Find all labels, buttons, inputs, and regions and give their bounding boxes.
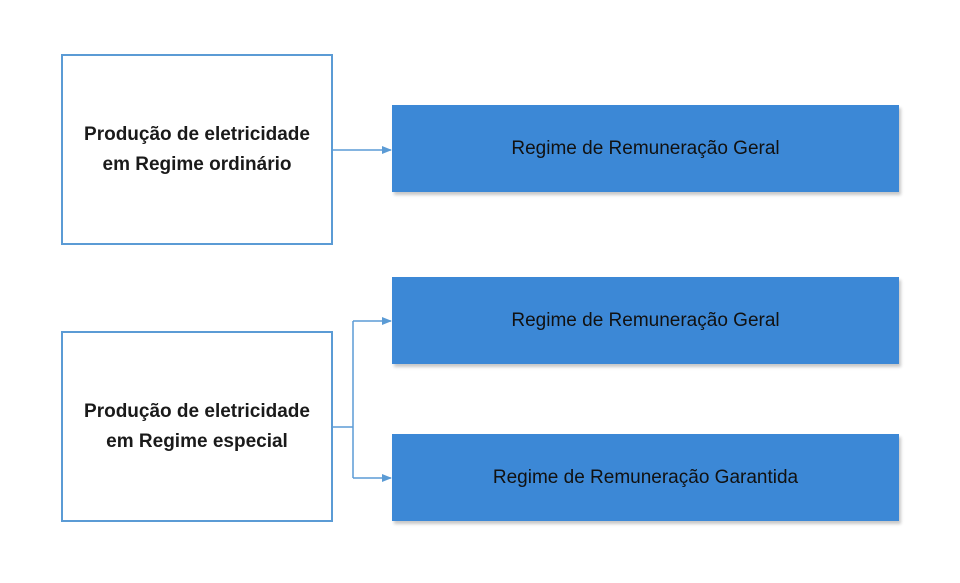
target-special-guaranteed-label: Regime de Remuneração Garantida [492,466,799,488]
target-box-ordinary-general: Regime de Remuneração Geral [392,105,899,192]
source-box-special-regime: Produção de eletricidade em Regime espec… [61,331,333,522]
source-box-ordinary-label: Produção de eletricidade em Regime ordin… [84,120,310,180]
target-box-special-guaranteed: Regime de Remuneração Garantida [392,434,899,521]
target-special-general-label: Regime de Remuneração Geral [511,309,780,331]
source-box-ordinary-regime: Produção de eletricidade em Regime ordin… [61,54,333,245]
target-ordinary-general-label: Regime de Remuneração Geral [511,137,780,159]
source-box-special-label: Produção de eletricidade em Regime espec… [84,397,310,457]
target-box-special-general: Regime de Remuneração Geral [392,277,899,364]
source-special-line-2: em Regime especial [106,430,288,452]
source-ordinary-line-1: Produção de eletricidade [84,123,310,145]
source-ordinary-line-2: em Regime ordinário [102,153,292,175]
source-special-line-1: Produção de eletricidade [84,400,310,422]
